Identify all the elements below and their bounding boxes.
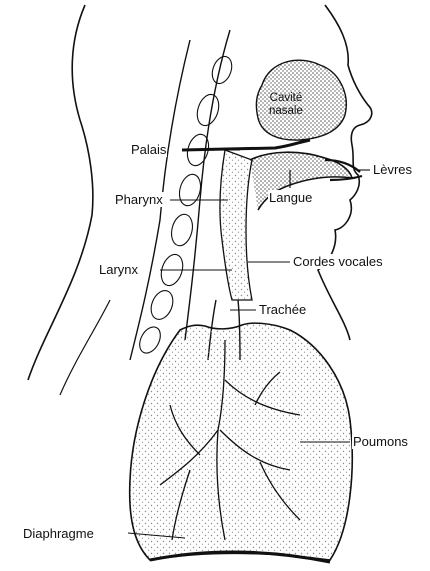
airway [220, 150, 252, 300]
label-palais: Palais [130, 142, 167, 157]
label-larynx: Larynx [98, 262, 139, 277]
label-levres: Lèvres [372, 162, 413, 177]
palate [182, 140, 310, 150]
label-pharynx: Pharynx [114, 192, 164, 207]
label-cordes-vocales: Cordes vocales [292, 254, 384, 269]
label-poumons: Poumons [352, 434, 409, 449]
label-diaphragme: Diaphragme [22, 526, 95, 541]
head-back-outline [28, 5, 93, 380]
label-cavite-nasale: Cavité nasale [268, 92, 304, 118]
label-trachee: Trachée [258, 302, 307, 317]
neck-back-outline [60, 300, 110, 395]
label-langue: Langue [268, 190, 313, 205]
